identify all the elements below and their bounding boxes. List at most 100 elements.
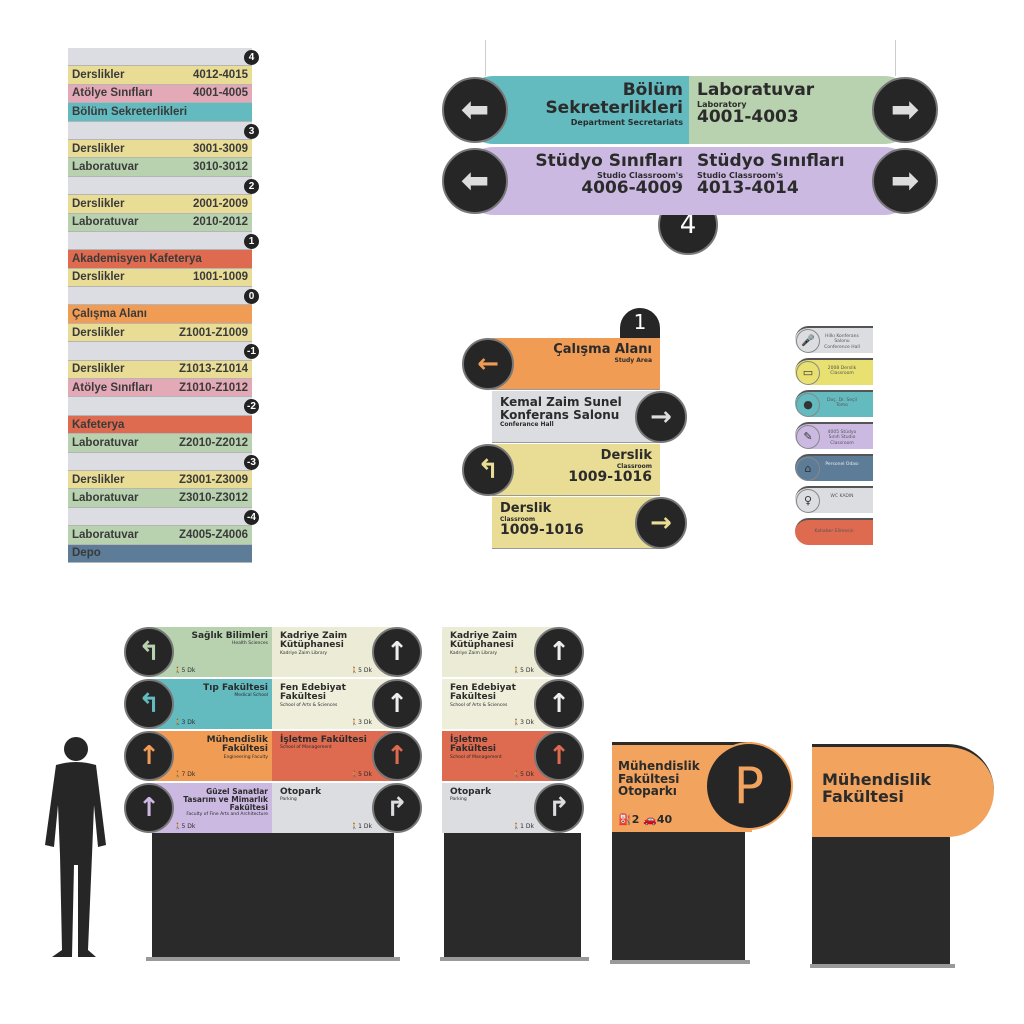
directory-label: Laboratuvar	[72, 528, 139, 541]
directory-row: Laboratuvar Z4005-Z4006	[68, 526, 252, 545]
ev-count: 2	[631, 813, 640, 826]
directory-label: Derslikler	[72, 142, 125, 155]
floor-header: 1	[68, 231, 259, 251]
faculty-sign: Mühendislik Fakültesi	[810, 744, 1000, 969]
hanging-subtitle: Department Secretariats	[570, 117, 683, 127]
directory-rooms: 3010-3012	[193, 161, 248, 174]
direction-subtitle: Study Area	[614, 356, 652, 364]
directory-label: Bölüm Sekreterlikleri	[72, 105, 188, 118]
arrow-up-icon: ↑	[372, 679, 422, 729]
directory-label: Çalışma Alanı	[72, 308, 147, 321]
door-plate: ●Doç. Dr. Seçil Tomo	[795, 390, 873, 417]
directory-label: Atölye Sınıfları	[72, 381, 153, 394]
floor-header: 3	[68, 121, 259, 140]
arrow-left-icon: ←	[462, 338, 514, 390]
directory-label: Derslikler	[72, 473, 125, 486]
walk-time-text: 5 Dk	[520, 771, 534, 778]
floor-header: 0	[68, 287, 259, 306]
arrow-left-icon: ⬅	[442, 148, 508, 214]
totem-subtitle: Faculty of Fine Arts and Architecture	[186, 811, 268, 817]
totem-title: Kadriye Zaim Kütüphanesi	[280, 631, 348, 651]
woman-icon: ♀	[796, 489, 820, 513]
car-count: 40	[656, 813, 673, 826]
directory-label: Depo	[72, 547, 101, 560]
arrow-turn-left-icon: ↰	[124, 627, 174, 677]
directory-rooms: Z3001-Z3009	[178, 473, 248, 486]
walking-person-icon: 🚶	[350, 719, 359, 726]
door-plate-text: Personel Odası	[825, 462, 859, 467]
totem-title: Otopark	[450, 787, 492, 797]
door-plate-text: Doç. Dr. Seçil Tomo	[827, 398, 857, 409]
floor-badge: 1	[244, 233, 259, 249]
door-plate: Kahaber Elimesin	[795, 518, 873, 545]
directory-rooms: 3001-3009	[193, 142, 248, 155]
floor-badge: -3	[244, 454, 259, 470]
arrow-left-icon: ⬅	[442, 77, 508, 143]
walk-time: 🚶5 Dk	[351, 771, 372, 778]
floor-header: -4	[68, 507, 259, 527]
totem-subtitle: Parking	[450, 797, 467, 803]
walk-time: 🚶1 Dk	[351, 823, 372, 830]
parking-sign: P Mühendislik Fakültesi Otoparkı ⛽2 🚗40	[610, 742, 795, 967]
walking-person-icon: 🚶	[174, 771, 182, 778]
walk-time-text: 5 Dk	[181, 667, 196, 674]
directory-row: Depo	[68, 544, 252, 563]
directory-label: Akademisyen Kafeterya	[72, 252, 202, 265]
direction-rooms: 1009-1016	[500, 521, 584, 538]
totem-foot	[440, 957, 589, 961]
lectern-icon: 🎤	[796, 329, 820, 353]
arrow-turn-right-icon: ↱	[372, 783, 422, 833]
floor-badge: -4	[244, 509, 259, 525]
arrow-up-icon: ↑	[372, 731, 422, 781]
arrow-right-icon: ➡	[872, 77, 938, 143]
arrow-up-icon: ↑	[534, 627, 584, 677]
floor-header: -3	[68, 452, 259, 471]
door-plate: ▭2008 Derslik Classroom	[795, 358, 873, 385]
totem-title: Otopark	[280, 787, 322, 797]
directory-row: Derslikler 3001-3009	[68, 139, 252, 159]
totem-subtitle: Kadriye Zaim Library	[280, 650, 328, 656]
walk-time: 🚶5 Dk	[513, 771, 534, 778]
parking-capacity: ⛽2 🚗40	[618, 814, 672, 826]
hanging-title: Stüdyo Sınıfları	[697, 151, 845, 171]
totem-post	[152, 833, 394, 958]
directory-label: Laboratuvar	[72, 492, 139, 505]
hanging-wire	[485, 40, 486, 76]
floor-header: 4	[68, 48, 259, 67]
directory-row: Kafeterya	[68, 415, 252, 435]
direction-title: Kemal Zaim Sunel Konferans Salonu	[500, 395, 622, 422]
directory-rooms: Z4005-Z4006	[178, 528, 248, 541]
hanging-title: Laboratuvar	[697, 80, 815, 100]
direction-rooms: 1009-1016	[568, 468, 652, 485]
door-plate-text: Hilkı Konferans Salonu Conference Hall	[824, 334, 860, 350]
sign-post	[612, 832, 745, 960]
walk-time-text: 3 Dk	[181, 719, 196, 726]
directory-label: Derslikler	[72, 271, 125, 284]
walking-person-icon: 🚶	[512, 719, 521, 726]
sign-foot	[610, 960, 750, 964]
directory-rooms: 1001-1009	[193, 271, 248, 284]
hanging-rooms: 4001-4003	[697, 106, 799, 127]
door-plate: ♀ WC KADIN	[795, 486, 873, 513]
directory-rooms: Z2010-Z2012	[178, 436, 248, 449]
sign-foot	[810, 964, 955, 968]
walk-time-text: 5 Dk	[358, 667, 372, 674]
floor-header: -1	[68, 342, 259, 361]
floor-badge: 1	[620, 308, 660, 340]
walk-time: 🚶5 Dk	[513, 667, 534, 674]
door-plate-text: WC KADIN	[830, 494, 854, 499]
arrow-up-icon: ↑	[372, 627, 422, 677]
directory-label: Derslikler	[72, 326, 125, 339]
direction-title: Derslik	[500, 501, 552, 516]
direction-title: Derslik	[600, 448, 652, 463]
arrow-turn-left-icon: ↰	[124, 679, 174, 729]
faculty-title: Mühendislik Fakültesi	[822, 770, 932, 806]
directory-label: Laboratuvar	[72, 216, 139, 229]
totem-title: İşletme Fakültesi	[280, 735, 367, 745]
